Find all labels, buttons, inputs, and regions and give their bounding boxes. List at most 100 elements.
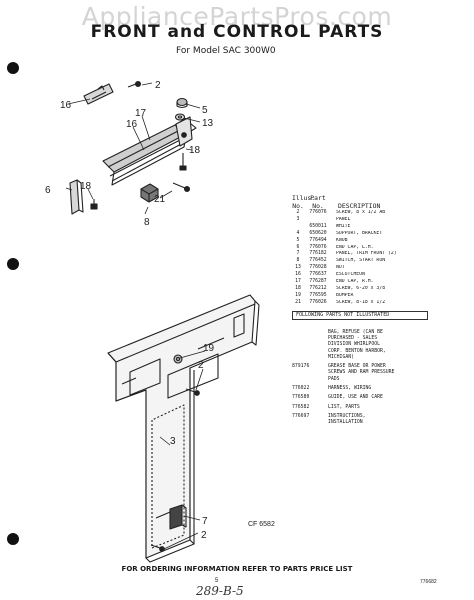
- header-part: Part: [310, 194, 326, 202]
- list-item: MICHIGAN): [292, 355, 444, 361]
- callout-19: 19: [203, 343, 215, 354]
- illus-number: 8: [296, 258, 300, 264]
- part-number: 776582: [292, 404, 310, 410]
- illus-number: 19: [295, 292, 301, 298]
- part-19-bumper: [173, 354, 183, 364]
- table-row: 19 776595 BUMPER: [292, 293, 444, 300]
- part-number: 776026: [309, 299, 327, 305]
- part-number: 776637: [309, 272, 327, 278]
- part-description: LIST, PARTS: [328, 404, 360, 410]
- part-description: ESCUTCHEON: [336, 272, 365, 278]
- parts-list-header: Illus. Part No. No. DESCRIPTION: [292, 194, 444, 210]
- part-number: [292, 377, 328, 383]
- list-item: INSTALLATION: [292, 420, 444, 426]
- part-description: WHITE: [336, 223, 351, 229]
- part-description: SUPPORT, BRACKET: [336, 230, 383, 236]
- part-description: BUMPER: [336, 292, 354, 298]
- table-row: 7 776182 PANEL, TRIM FRONT (2): [292, 251, 444, 258]
- callout-7: 7: [202, 516, 208, 527]
- part-description: INSTALLATION: [328, 420, 363, 426]
- part-13-nut: [174, 113, 186, 121]
- part-number: 776028: [309, 265, 327, 271]
- list-item: SCREWS AND RAM PRESSURE: [292, 370, 444, 376]
- callout-3: 3: [170, 436, 176, 447]
- header-illus: Illus.: [292, 194, 316, 202]
- part-description: DIVISION WHIRLPOOL: [328, 342, 380, 348]
- diagram-code: CF 6582: [248, 521, 275, 528]
- callout-8: 8: [144, 217, 150, 228]
- part-number: 776697: [292, 413, 310, 419]
- list-item: PURCHASED - SALES: [292, 336, 444, 342]
- header-illus-no: No.: [292, 201, 304, 210]
- callout-21: 21: [154, 194, 166, 205]
- illus-number: 5: [296, 237, 300, 243]
- part-8-switch: [140, 183, 159, 203]
- callout-16: 16: [126, 119, 138, 130]
- header-part-no: No.: [312, 201, 324, 210]
- part-description: END CAP, R.H.: [336, 279, 374, 285]
- part-number: 776182: [309, 251, 327, 257]
- part-description: KNOB: [336, 237, 348, 243]
- part-description: BAG, REFUSE (CAN BE: [328, 329, 383, 335]
- part-number: 776076: [309, 210, 327, 215]
- part-18-screw-right: [179, 153, 187, 171]
- list-item: BAG, REFUSE (CAN BE: [292, 330, 444, 336]
- part-description: SCREWS AND RAM PRESSURE: [328, 370, 395, 376]
- part-number: 776022: [292, 386, 310, 392]
- callout-5: 5: [202, 105, 208, 116]
- callout-2-bottom: 2: [201, 530, 207, 541]
- part-description: MICHIGAN): [328, 354, 354, 360]
- callout-4: 16: [60, 100, 72, 111]
- illus-number: 13: [295, 265, 301, 271]
- part-number: 879176: [292, 364, 310, 370]
- table-row: 17 776287 END CAP, R.H.: [292, 279, 444, 286]
- part-description: HARNESS, WIRING: [328, 386, 372, 392]
- table-row: 3 PANEL: [292, 217, 444, 224]
- part-number: [292, 420, 328, 426]
- list-item: DIVISION WHIRLPOOL: [292, 342, 444, 348]
- illus-number: [292, 224, 304, 231]
- illus-number: 16: [295, 272, 301, 278]
- illus-number: 7: [296, 251, 300, 257]
- part-1-screw: [127, 80, 142, 88]
- illus-number: 17: [295, 279, 301, 285]
- part-number: 776287: [309, 279, 327, 285]
- callout-6: 6: [45, 185, 51, 196]
- binder-hole-bottom: [7, 533, 19, 545]
- list-item: 776582 LIST, PARTS: [292, 405, 444, 411]
- part-description: PANEL: [336, 216, 351, 222]
- part-3-front-panel: [107, 294, 260, 563]
- illus-number: 4: [296, 230, 300, 236]
- handwritten-note: 289-B-5: [196, 584, 244, 598]
- part-description: END CAP, L.H.: [336, 244, 374, 250]
- header-description: DESCRIPTION: [338, 201, 381, 210]
- part-description: PANEL, TRIM FRONT (2): [336, 251, 397, 257]
- part-6-end-cap: [69, 179, 84, 215]
- part-number: [292, 355, 328, 361]
- not-illustrated-heading: FOLLOWING PARTS NOT ILLUSTRATED: [292, 310, 428, 320]
- part-description: INSTRUCTIONS,: [328, 413, 366, 419]
- page-title: FRONT and CONTROL PARTS: [90, 22, 384, 42]
- part-18-screw-left: [90, 199, 98, 210]
- callout-2-top: 2: [155, 80, 161, 91]
- part-7-trim-panel: [169, 504, 187, 530]
- part-description: NUT: [336, 265, 345, 271]
- part-4-bracket: [83, 83, 114, 105]
- part-description: CORP. BENTON HARBOR,: [328, 348, 386, 354]
- part-number: 776595: [309, 292, 327, 298]
- ordering-footer: FOR ORDERING INFORMATION REFER TO PARTS …: [121, 565, 353, 573]
- illus-number: 3: [296, 216, 300, 222]
